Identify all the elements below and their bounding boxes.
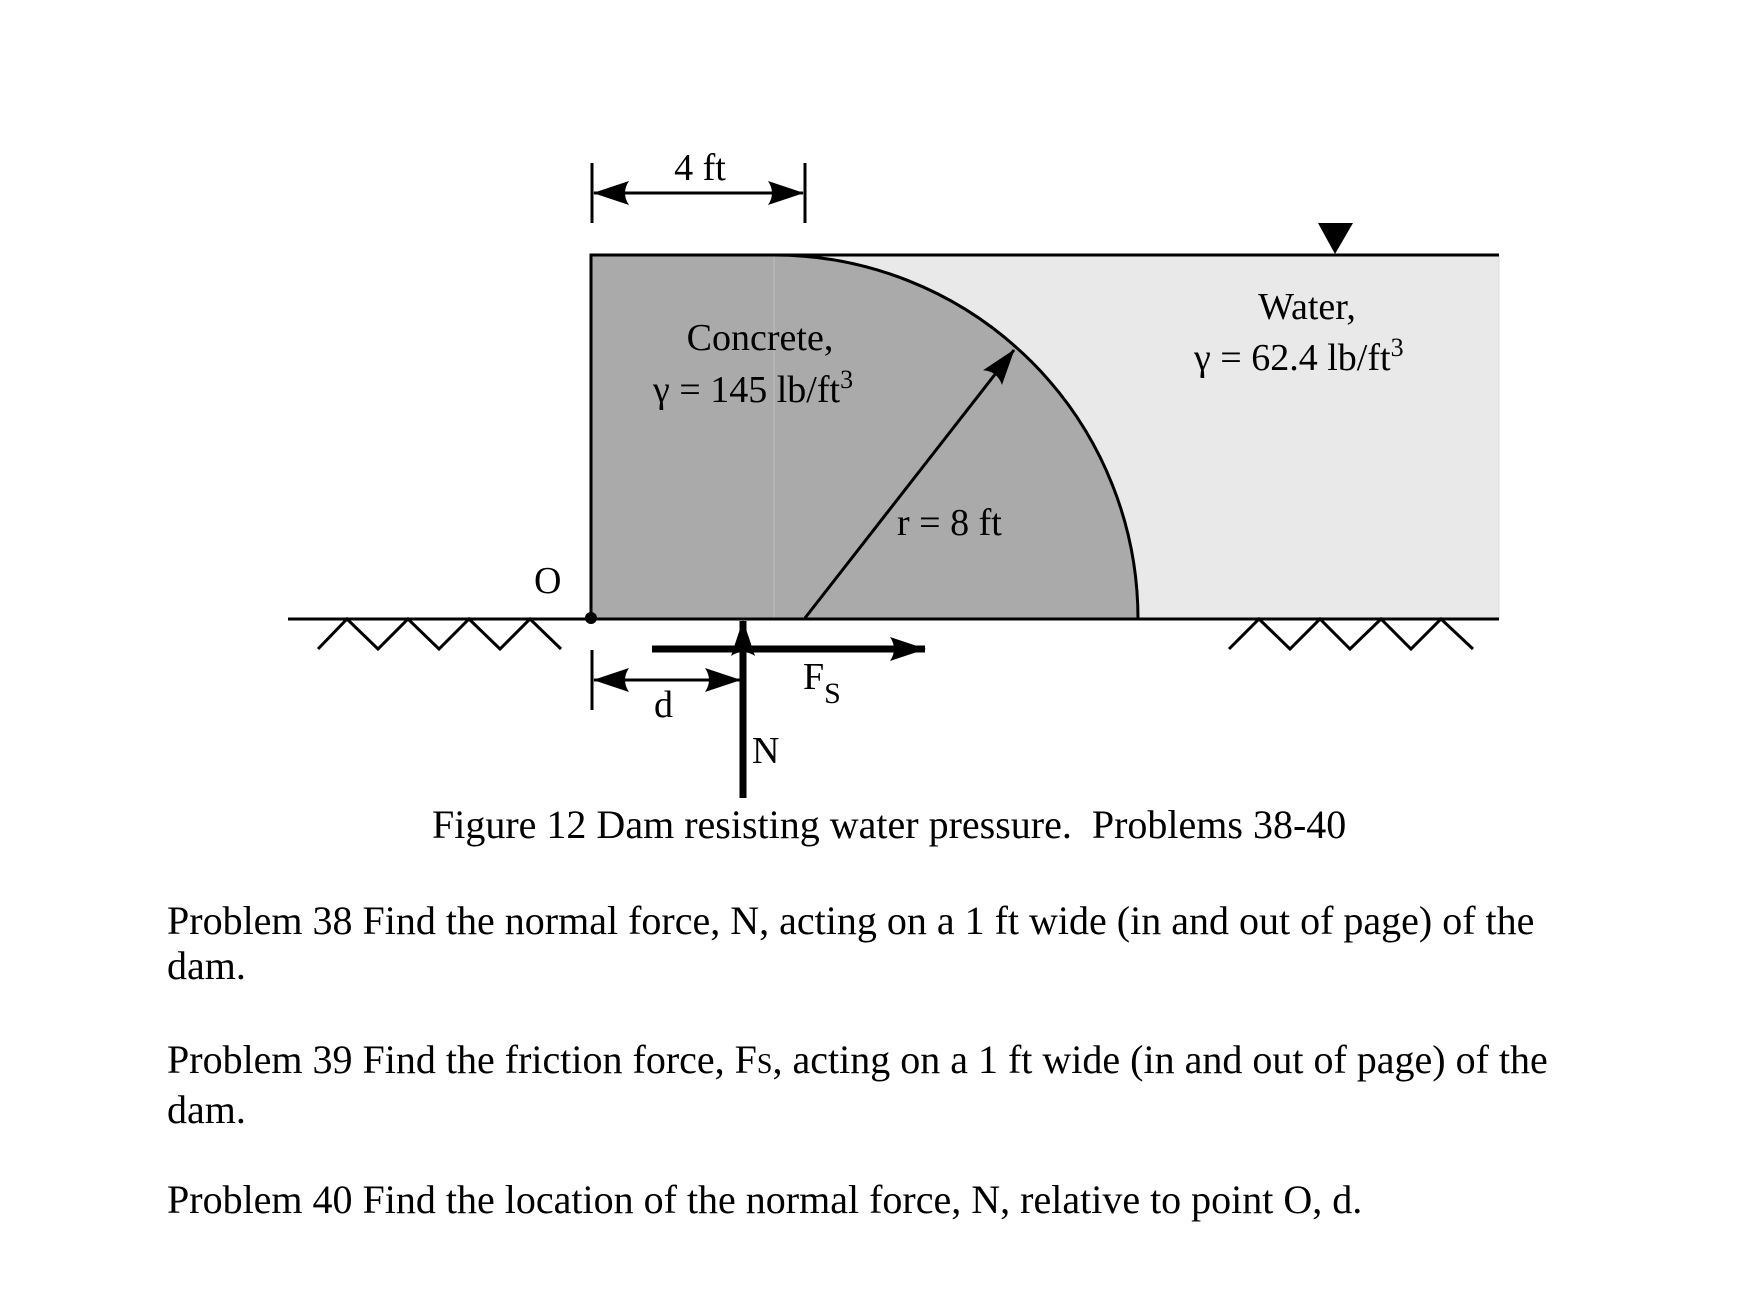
radius-label: r = 8 ft (897, 502, 1002, 544)
concrete-dam (591, 255, 1138, 619)
point-o-label: O (534, 560, 561, 602)
normal-force-label: N (752, 730, 779, 772)
problem-40: Problem 40 Find the location of the norm… (167, 1177, 1607, 1222)
ground-hatch-left (316, 616, 563, 652)
problem-39-text-a: Problem 39 Find the friction force, F (167, 1037, 757, 1082)
dimension-label-4ft: 4 ft (674, 147, 726, 189)
distance-label: d (654, 684, 673, 726)
concrete-gamma-exponent: 3 (840, 365, 853, 394)
friction-force-subscript: S (824, 677, 841, 710)
water-level-marker-icon (1318, 223, 1353, 254)
ground-hatch-right (1227, 616, 1475, 652)
dam-outline (589, 253, 1140, 620)
concrete-gamma: γ = 145 lb/ft3 (652, 365, 853, 411)
problem-39-text-b: , acting on a 1 ft wide (in and out of p… (167, 1037, 1548, 1132)
figure-caption: Figure 12 Dam resisting water pressure. … (432, 802, 1346, 847)
problem-38: Problem 38 Find the normal force, N, act… (167, 898, 1607, 988)
radius-arrow (803, 349, 1016, 619)
concrete-label: Concrete, (687, 317, 834, 359)
problem-38-text: Problem 38 Find the normal force, N, act… (167, 898, 1535, 988)
water-gamma: γ = 62.4 lb/ft3 (1193, 333, 1404, 379)
problem-40-text: Problem 40 Find the location of the norm… (167, 1177, 1363, 1222)
problem-39: Problem 39 Find the friction force, FS, … (167, 1037, 1607, 1132)
problem-39-subscript: S (756, 1049, 773, 1080)
friction-force-label: FS (803, 656, 841, 710)
water-label: Water, (1258, 286, 1356, 328)
point-o-marker (585, 612, 597, 624)
water-gamma-exponent: 3 (1391, 333, 1404, 362)
